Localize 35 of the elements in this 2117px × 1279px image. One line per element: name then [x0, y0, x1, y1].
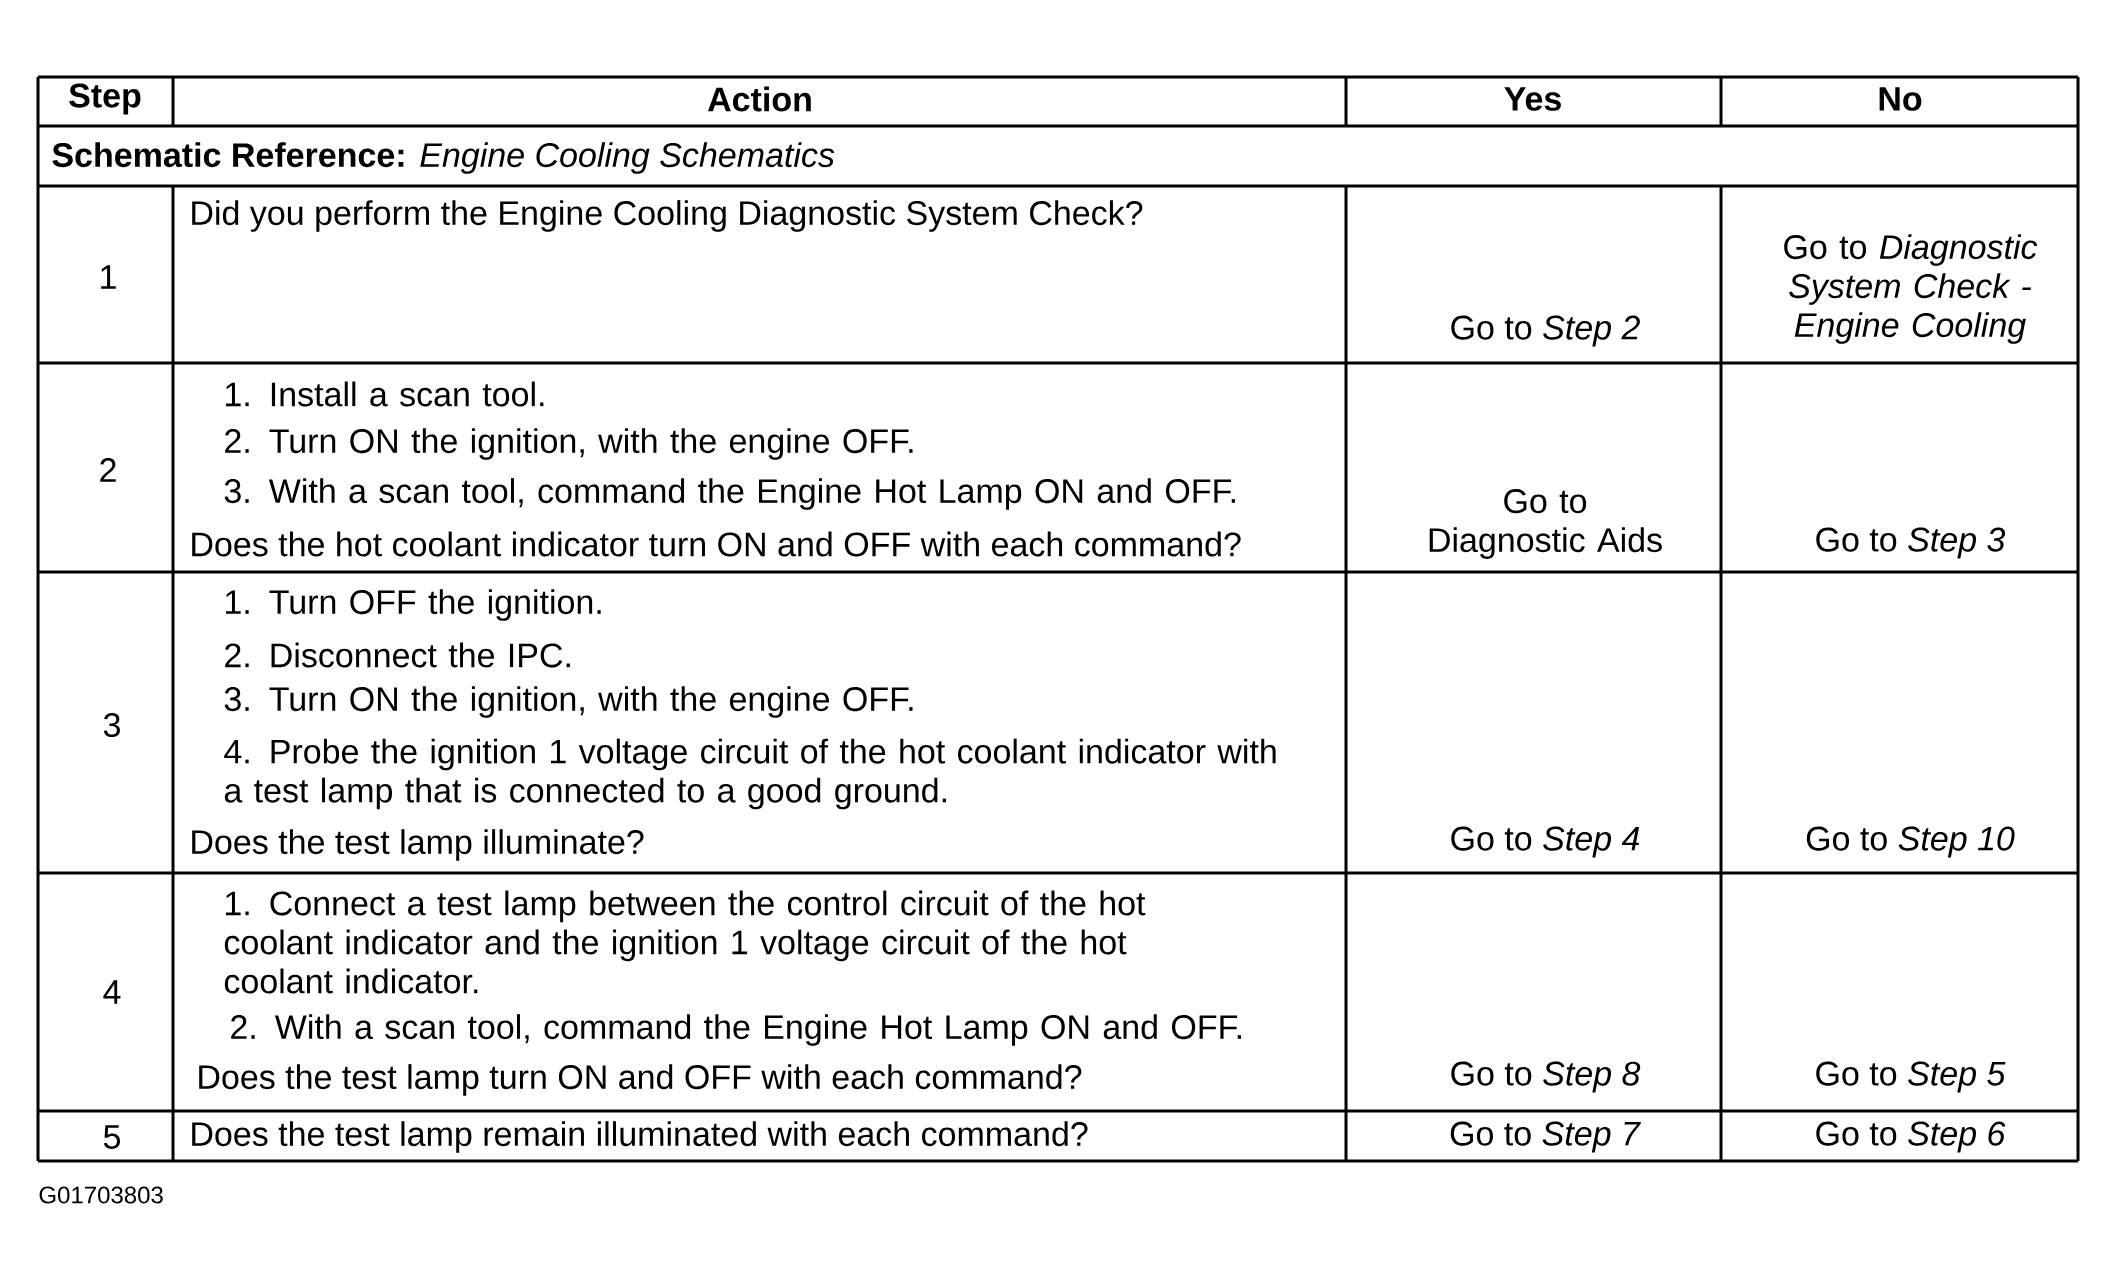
step-number: 1: [101, 265, 116, 289]
action-text: 3. With a scan tool, command the Engine Hot Lamp ON and OFF.: [224, 478, 1235, 510]
column-header: No: [1879, 87, 1922, 111]
action-text: Does the test lamp illuminate?: [192, 829, 644, 861]
action-text: 3. Turn ON the ignition, with the engine OFF.: [224, 686, 913, 718]
answer-text: Go to Diagnostic System Check - Engine Cooling: [1784, 234, 2038, 344]
figure-id: G01703803: [39, 1186, 163, 1204]
action-text: 2. Disconnect the IPC.: [225, 642, 570, 668]
action-text: Does the hot coolant indicator turn ON and OFF with each command?: [192, 531, 1241, 557]
step-number: 4: [103, 980, 121, 1004]
action-text: 4. Probe the ignition 1 voltage circuit of the hot coolant indicator with a test lamp that is connected to a good ground.: [224, 738, 1276, 810]
answer-text: Go to Step 2: [1451, 315, 1640, 347]
action-text: Did you perform the Engine Cooling Diagnostic System Check?: [192, 200, 1143, 232]
action-text: 2. Turn ON the ignition, with the engine OFF.: [225, 428, 913, 460]
answer-text: Go to Step 4: [1451, 826, 1640, 858]
action-text: 1. Turn OFF the ignition.: [226, 589, 601, 621]
column-header: Step: [69, 83, 141, 115]
answer-text: Go to Step 5: [1816, 1061, 2006, 1093]
answer-text: Go to Step 8: [1451, 1061, 1641, 1093]
column-header: Action: [707, 86, 811, 112]
answer-text: Go to Step 3: [1816, 527, 2006, 559]
answer-text: Go to Step 7: [1450, 1121, 1641, 1153]
answer-text: Go to Step 10: [1806, 826, 2015, 858]
action-text: 1. Connect a test lamp between the control circuit of the hot coolant indicator and the ignition 1 voltage circuit of the hot coolant indicator.: [224, 890, 1146, 994]
column-header: Yes: [1504, 87, 1561, 111]
section-heading: Schematic Reference: Engine Cooling Schematics: [52, 142, 835, 174]
action-text: Does the test lamp turn ON and OFF with each command?: [199, 1064, 1082, 1096]
action-text: 2. With a scan tool, command the Engine Hot Lamp ON and OFF.: [231, 1014, 1241, 1046]
answer-text: Go to Step 6: [1816, 1121, 2006, 1153]
answer-text: Go to Diagnostic Aids: [1429, 489, 1662, 559]
step-number: 5: [103, 1125, 120, 1149]
action-text: Does the test lamp remain illuminated with each command?: [192, 1121, 1088, 1153]
action-text: 1. Install a scan tool.: [226, 381, 544, 407]
step-number: 2: [100, 458, 116, 482]
step-number: 3: [103, 712, 120, 738]
